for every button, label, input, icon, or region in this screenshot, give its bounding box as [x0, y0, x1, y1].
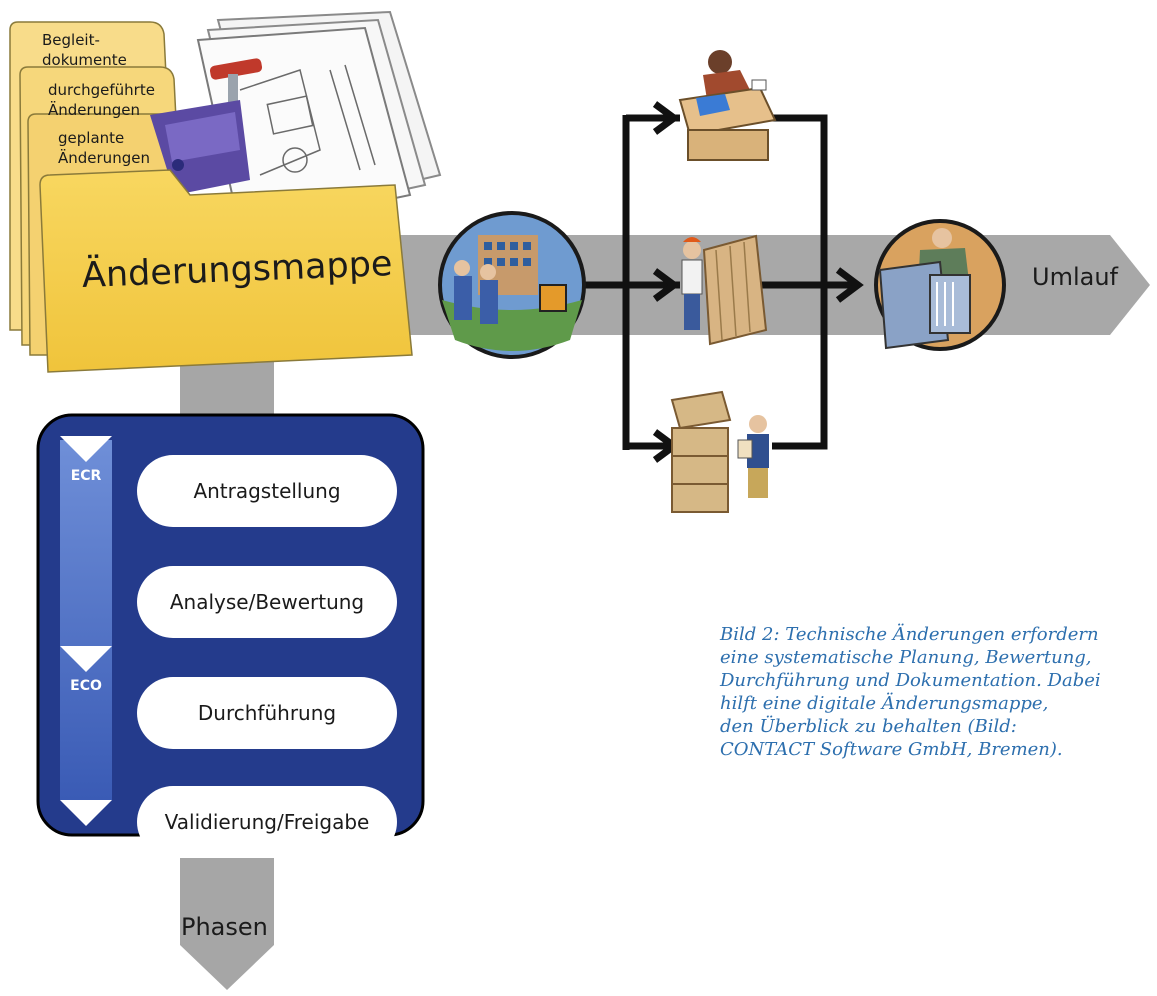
person-at-file-cabinet-icon	[874, 219, 1006, 351]
phase-code-eco: ECO	[70, 678, 102, 694]
phase-step-durchfuehrung: Durchführung	[137, 677, 397, 749]
phase-step-analyse-bewertung: Analyse/Bewertung	[137, 566, 397, 638]
phase-code-ecr: ECR	[70, 468, 102, 484]
caption-line: CONTACT Software GmbH, Bremen).	[720, 739, 1063, 760]
caption-line: Durchführung und Dokumentation. Dabei	[720, 670, 1101, 691]
phase-code-ecn: ECN	[70, 838, 102, 854]
worker-at-container-icon	[681, 234, 768, 346]
folder-body	[39, 169, 413, 373]
phase-step-validierung-freigabe: Validierung/Freigabe	[137, 786, 397, 858]
phasen-label: Phasen	[181, 913, 268, 941]
caption: Bild 2: Technische Änderungen erfordern …	[720, 623, 1130, 761]
caption-line: Bild 2: Technische Änderungen erfordern	[720, 624, 1099, 645]
technical-drawing-icon	[196, 10, 442, 232]
caption-line: eine systematische Planung, Bewertung,	[720, 647, 1092, 668]
clamp-icon	[150, 58, 263, 195]
worker-with-boxes-icon	[670, 390, 769, 513]
folder-tab-label-1: Begleit- dokumente	[42, 31, 127, 69]
folder-tab-label-2: durchgeführte Änderungen	[48, 81, 155, 119]
umlauf-label: Umlauf	[1032, 263, 1118, 291]
person-at-desk-icon	[678, 50, 777, 161]
folder-tab-label-3: geplante Änderungen	[58, 129, 150, 167]
office-building-with-people-icon	[438, 211, 586, 359]
caption-line: den Überblick zu behalten (Bild:	[720, 716, 1017, 737]
phase-step-antragstellung: Antragstellung	[137, 455, 397, 527]
caption-line: hilft eine digitale Änderungsmappe,	[720, 693, 1049, 714]
